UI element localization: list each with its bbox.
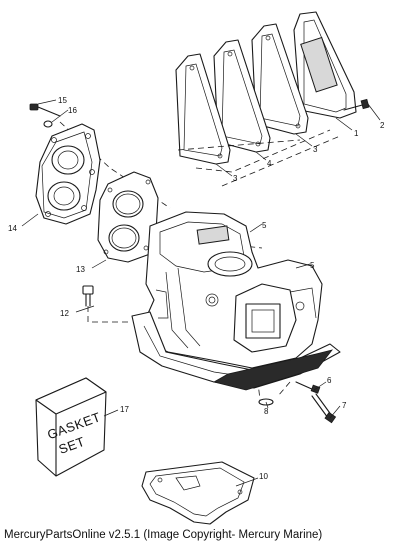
image-caption: MercuryPartsOnline v2.5.1 (Image Copyrig…	[4, 529, 323, 541]
callout-16: 16	[68, 106, 77, 115]
reed-plate-stack	[175, 11, 357, 165]
callout-10: 10	[259, 472, 268, 481]
leader-lines	[21, 99, 381, 487]
callout-13: 13	[76, 265, 85, 274]
bolt-item-15	[29, 103, 61, 117]
callout-6: 6	[327, 376, 332, 385]
callout-5-lower: 5	[310, 261, 315, 270]
callout-17: 17	[120, 405, 129, 414]
callout-1: 1	[354, 129, 359, 138]
callout-15: 15	[58, 96, 67, 105]
bolt-item-7	[311, 393, 337, 424]
callout-3-rear: 3	[313, 145, 318, 154]
bolt-item-12	[82, 285, 94, 307]
gasket-set-box-item-17	[35, 377, 107, 477]
callout-8: 8	[264, 407, 269, 416]
bolt-item-2	[343, 98, 370, 111]
head-gasket-item-13	[97, 171, 159, 263]
callout-12: 12	[60, 309, 69, 318]
cylinder-block	[145, 211, 323, 369]
bolt-item-6	[295, 381, 321, 394]
callout-14: 14	[8, 224, 17, 233]
callout-labels: 1 2 3 4 3 5 5 6 7 8 10 12 13 14 15 16 17	[8, 96, 385, 481]
cylinder-head-item-14	[35, 123, 101, 225]
callout-2: 2	[380, 121, 385, 130]
callout-4: 4	[267, 159, 272, 168]
base-gasket-item-10	[141, 461, 255, 525]
callout-5-upper: 5	[262, 221, 267, 230]
callout-7: 7	[342, 401, 347, 410]
base-flange	[131, 311, 341, 391]
washer-item-16	[43, 120, 53, 128]
callout-3-front: 3	[233, 174, 238, 183]
